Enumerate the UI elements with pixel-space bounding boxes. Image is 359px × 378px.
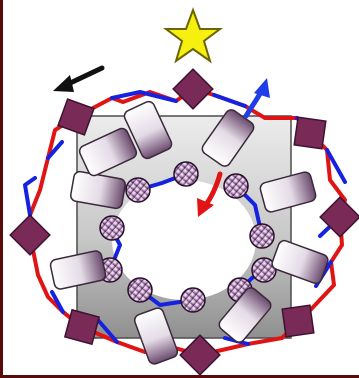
bead	[128, 278, 152, 302]
diamond-block	[180, 335, 220, 375]
diamond-block	[10, 215, 50, 255]
bead	[250, 224, 274, 248]
bead	[224, 174, 248, 198]
bead	[126, 178, 150, 202]
outward-arrow-icon	[246, 78, 270, 116]
star-icon	[166, 10, 220, 61]
counterclockwise-arrow-icon	[53, 68, 102, 92]
diamond-block	[65, 310, 99, 344]
bead	[174, 162, 198, 186]
bead	[100, 216, 124, 240]
diamond-block	[294, 117, 326, 149]
diamond-block	[282, 305, 314, 337]
left-border	[0, 0, 3, 378]
diamond-block	[173, 69, 213, 109]
bead	[181, 288, 205, 312]
